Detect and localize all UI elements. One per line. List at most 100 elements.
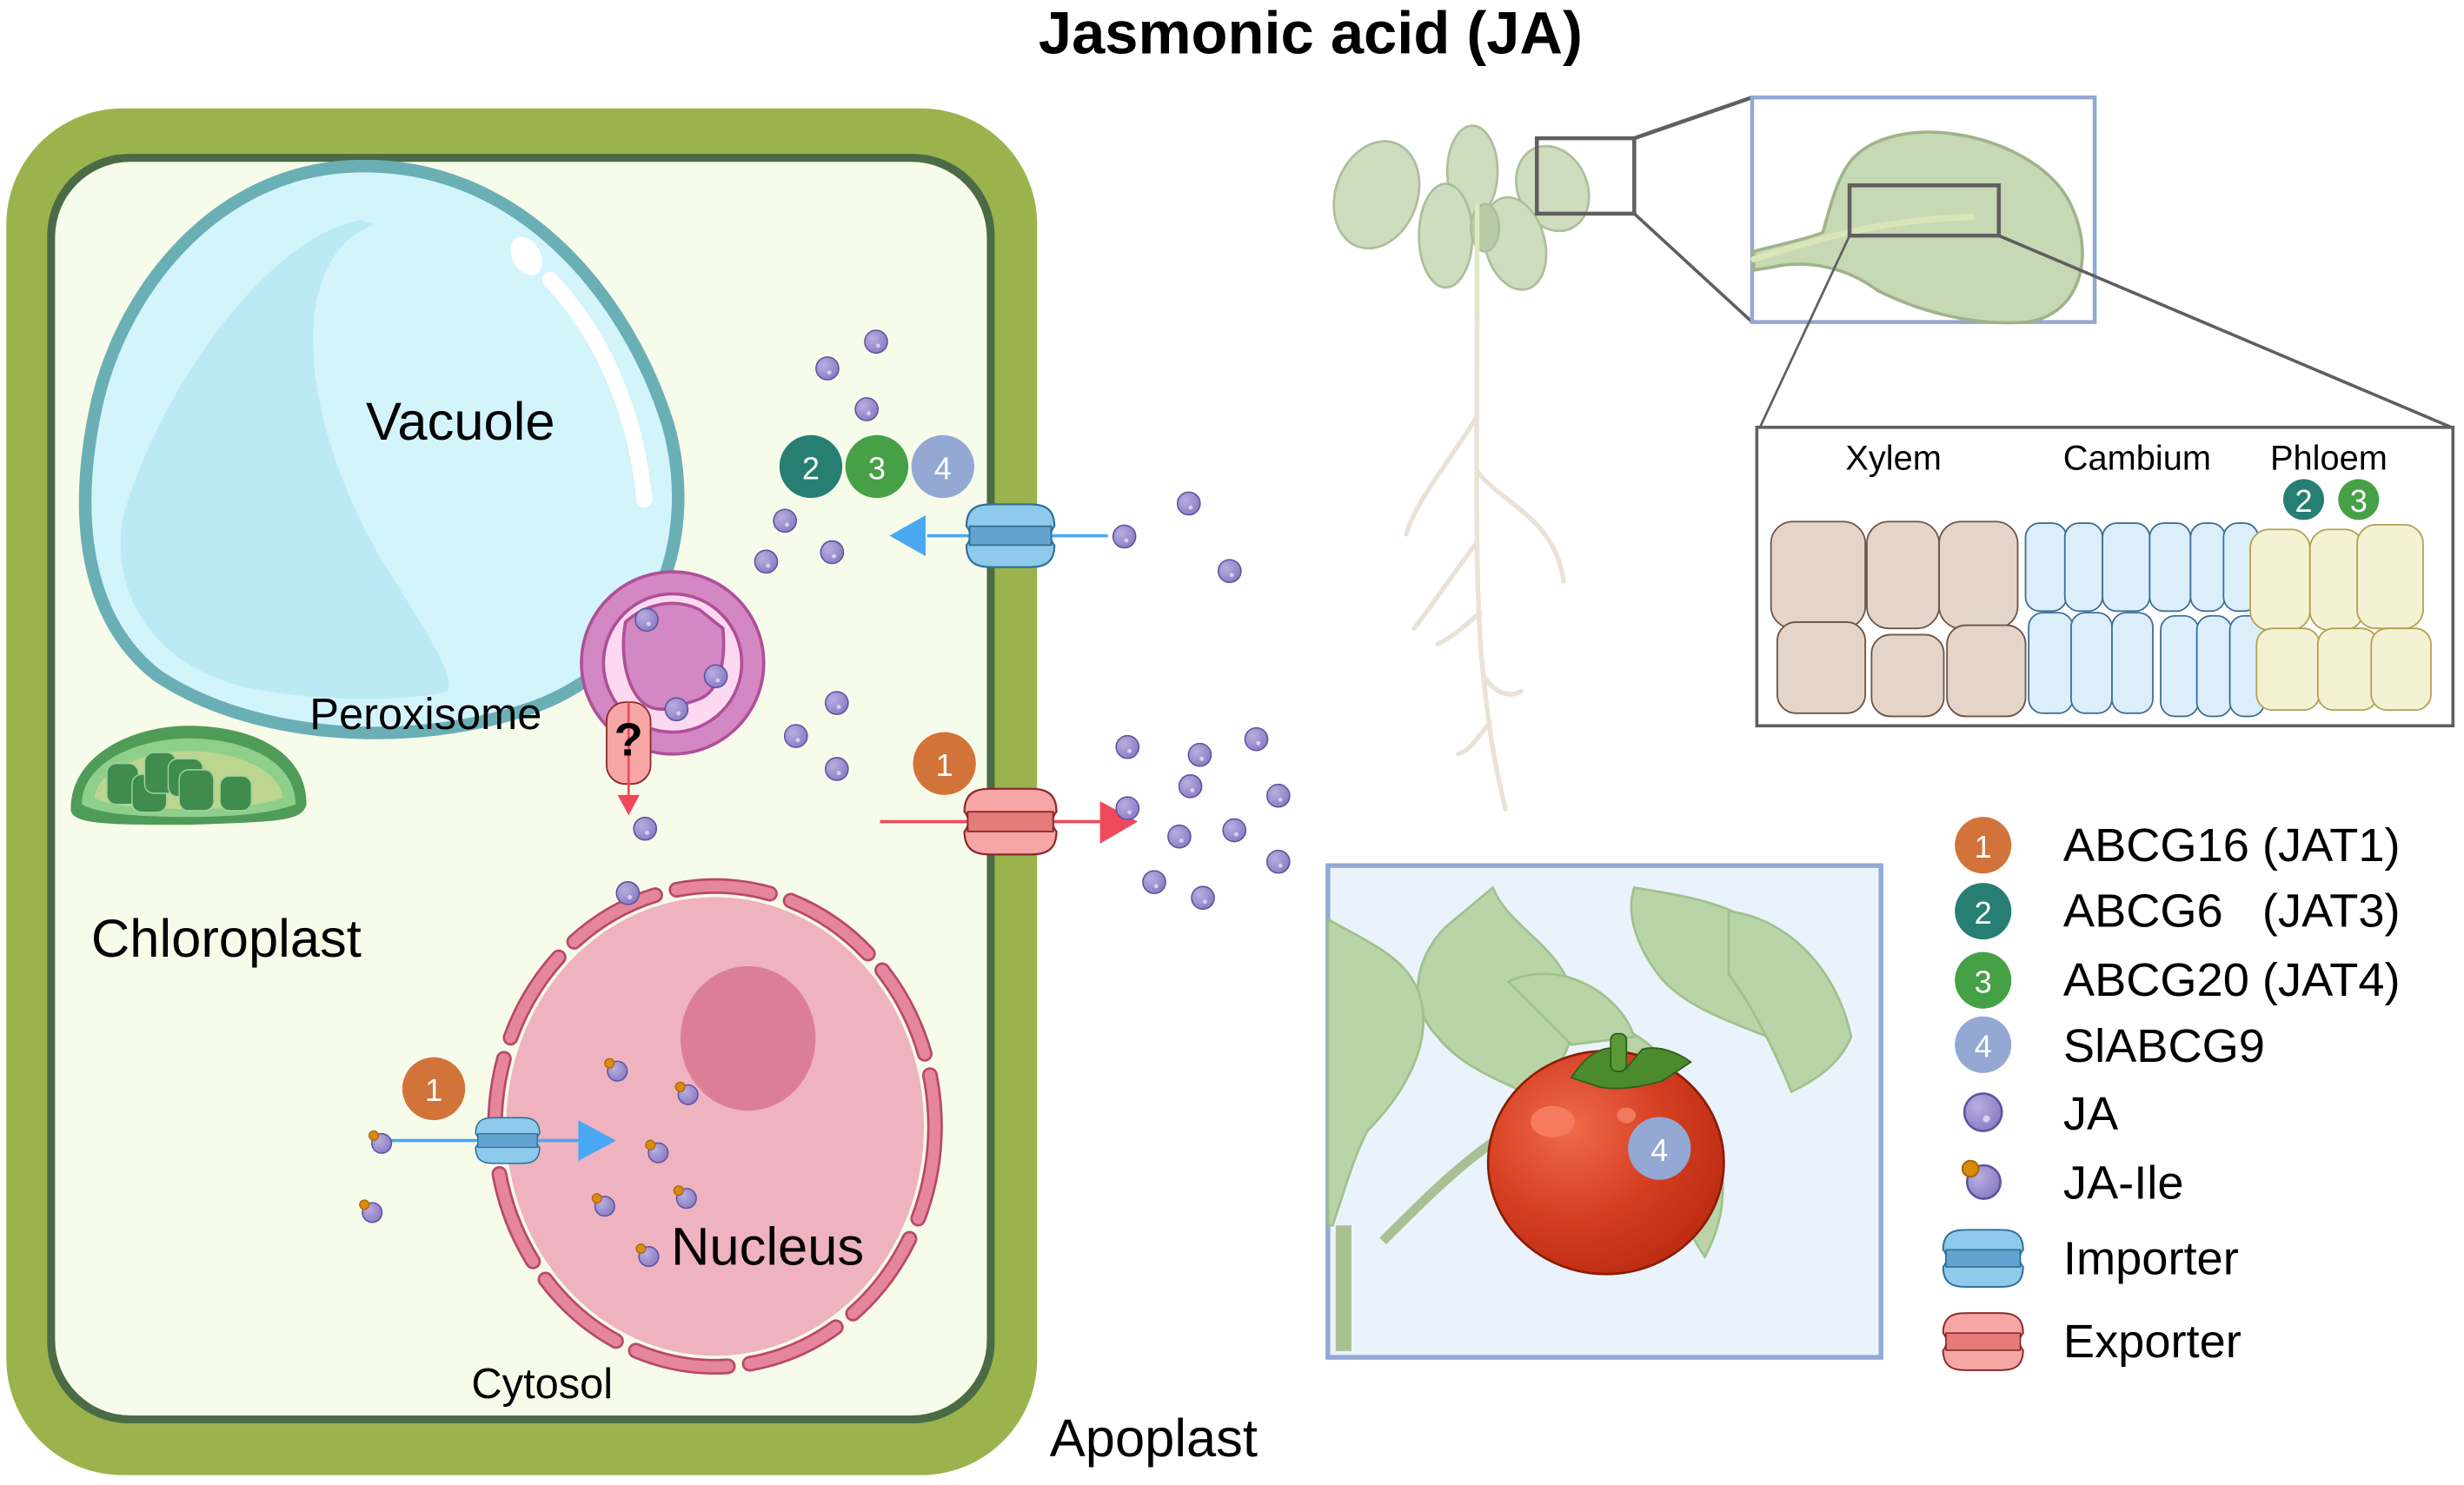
ja-molecule [634,607,659,633]
peroxisome-label: Peroxisome [309,689,541,739]
legend-label: ABCG6 (JAT3) [2063,885,2401,938]
nuclear-importer: 1 [359,1057,616,1223]
importer-icon [1942,1229,2024,1289]
import-arrow-icon [889,515,926,557]
ja-molecule-icon [1963,1092,2003,1132]
legend-item-abcg6: 2 ABCG6 (JAT3) [1955,883,2401,940]
badge-1: 1 [913,732,976,795]
legend-label: Exporter [2063,1316,2242,1368]
nucleus: Nucleus [487,878,943,1375]
nucleus-label: Nucleus [671,1217,864,1276]
ja-molecule [1115,796,1140,821]
legend-item-abcg20: 3 ABCG20 (JAT4) [1955,951,2401,1009]
legend-item-importer: Importer [1942,1229,2239,1289]
legend: 1 ABCG16 (JAT1) 2 ABCG6 (JAT3) 3 ABCG20 … [1942,817,2401,1371]
vascular-tissue-panel: Xylem Cambium Phloem 2 3 [1755,425,2455,728]
svg-text:4: 4 [934,450,952,486]
svg-text:3: 3 [2350,483,2368,519]
membrane-exporter: 1 [880,732,1139,856]
tissue-label-cambium: Cambium [2063,440,2211,478]
vacuole: Vacuole [78,159,685,739]
svg-text:1: 1 [425,1072,442,1108]
svg-text:1: 1 [1975,829,1992,865]
tissue-label-phloem: Phloem [2270,440,2388,478]
apoplast-label: Apoplast [1050,1409,1258,1468]
tomato-inset: 4 [1325,863,1883,1360]
ja-molecule [1222,818,1247,843]
svg-text:4: 4 [1975,1029,1992,1064]
badge-2: 2 [2283,479,2325,520]
ja-molecule [815,356,840,381]
xylem-cells [1770,520,2027,718]
importer-icon [965,503,1056,568]
apoplast-ja-molecules [1112,491,1291,911]
seedling-zoom-callout [1534,95,1754,323]
svg-text:2: 2 [802,450,820,486]
ja-molecule [1187,742,1212,767]
vacuole-label: Vacuole [366,392,555,452]
unknown-transporter-mark: ? [614,714,643,766]
importer-icon [475,1117,541,1164]
svg-text:2: 2 [2295,483,2312,519]
cytosol-label: Cytosol [471,1361,613,1408]
legend-item-slabcg9: 4 SlABCG9 [1955,1016,2265,1073]
ja-molecule [783,724,808,748]
legend-item-abcg16: 1 ABCG16 (JAT1) [1955,817,2401,874]
ja-molecule [754,549,779,574]
badge-1: 1 [402,1057,466,1121]
exporter-icon [1942,1312,2024,1371]
ja-molecule [773,508,797,534]
ja-molecule [1167,824,1192,849]
ja-molecule [1266,849,1291,874]
legend-label: JA [2063,1088,2119,1140]
ja-molecule [1178,774,1203,799]
badge-2: 2 [779,434,843,499]
peroxisome: Peroxisome ? [309,570,766,816]
legend-item-ja-ile: JA-Ile [1961,1157,2184,1209]
ja-molecule [820,540,845,565]
chloroplast-label: Chloroplast [91,909,362,969]
legend-label: ABCG20 (JAT4) [2063,954,2401,1006]
legend-item-ja: JA [1963,1088,2119,1140]
chloroplast: Chloroplast [70,726,362,969]
ja-molecule [664,697,689,722]
ja-molecule [1266,783,1291,808]
ja-molecule [1115,734,1140,759]
ja-molecule [633,816,658,841]
badge-3: 3 [2338,479,2380,520]
ja-ile-molecule-icon [1961,1159,2002,1200]
phloem-cells [2249,523,2432,712]
svg-text:3: 3 [868,450,886,486]
legend-item-exporter: Exporter [1942,1312,2242,1371]
legend-label: SlABCG9 [2063,1020,2265,1072]
badge-3: 3 [845,434,909,499]
seedling [1332,124,1591,812]
membrane-importer: 2 3 4 [779,434,1108,568]
badge-4: 4 [911,434,974,499]
import-arrow-icon [578,1120,616,1162]
export-arrow-icon [1099,801,1139,844]
legend-label: Importer [2063,1232,2239,1284]
ja-molecule [1112,524,1137,549]
svg-text:4: 4 [1650,1132,1668,1168]
svg-text:3: 3 [1975,964,1992,999]
ja-molecule [1244,726,1269,752]
ja-molecule [1217,559,1242,584]
tissue-label-xylem: Xylem [1845,440,1941,478]
ja-molecule [703,664,728,689]
unknown-transporter: ? [606,701,652,816]
svg-text:2: 2 [1975,895,1992,931]
leaf-inset [1750,95,2453,429]
ja-molecule [864,329,888,355]
ja-molecule [824,757,849,781]
ja-molecule [615,880,641,905]
ja-molecule [854,397,879,421]
export-arrow-icon [617,794,640,816]
legend-label: JA-Ile [2063,1157,2184,1209]
figure-title: Jasmonic acid (JA) [1039,0,1583,66]
ja-molecule [1142,870,1166,894]
badge-4: 4 [1628,1117,1691,1180]
ja-molecule [1176,491,1201,516]
